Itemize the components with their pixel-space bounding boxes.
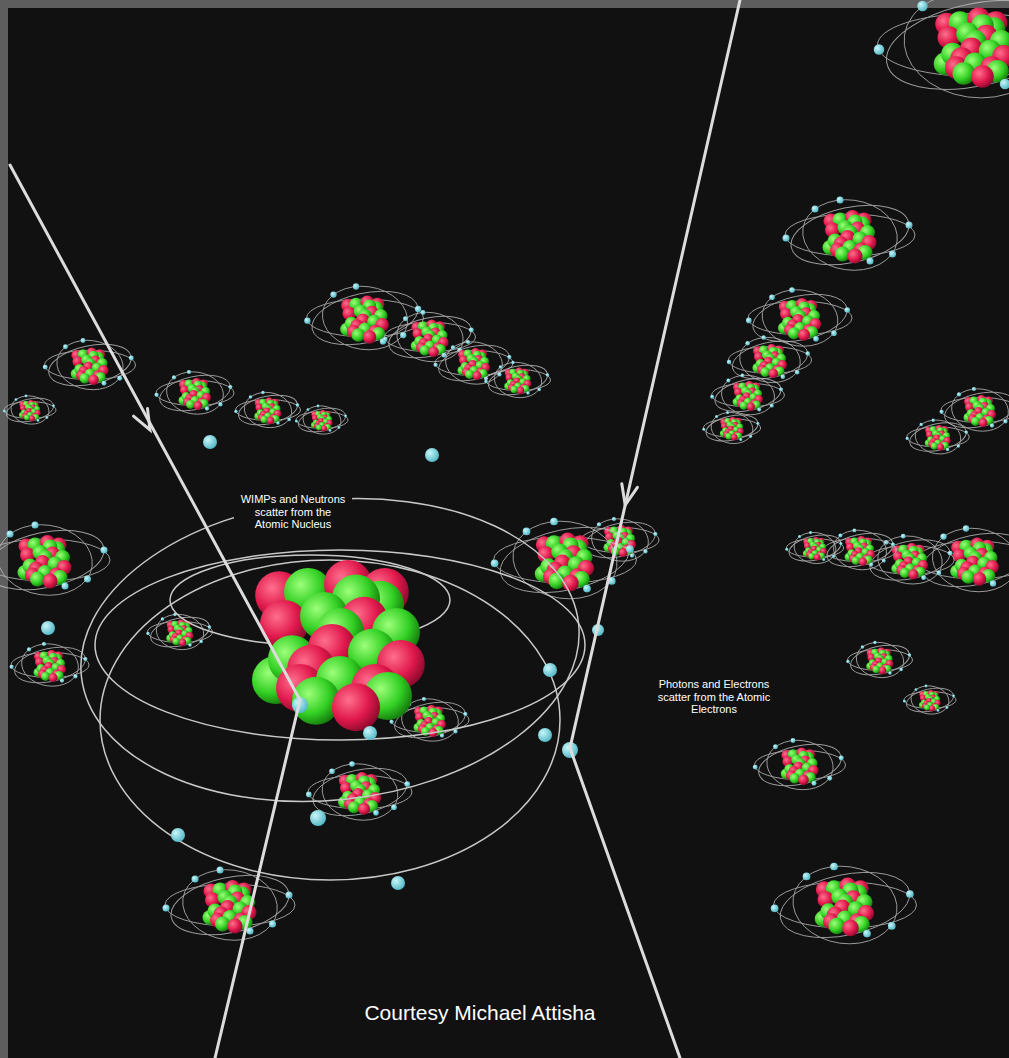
background-atoms bbox=[0, 0, 1009, 950]
electron-scatter-label: Photons and Electrons scatter from the A… bbox=[653, 677, 775, 717]
particle-tracks bbox=[10, 0, 740, 1058]
main-atom bbox=[41, 435, 604, 890]
credit-text: Courtesy Michael Attisha bbox=[277, 1000, 683, 1026]
nucleus-scatter-label: WIMPs and Neutrons scatter from the Atom… bbox=[234, 492, 352, 532]
